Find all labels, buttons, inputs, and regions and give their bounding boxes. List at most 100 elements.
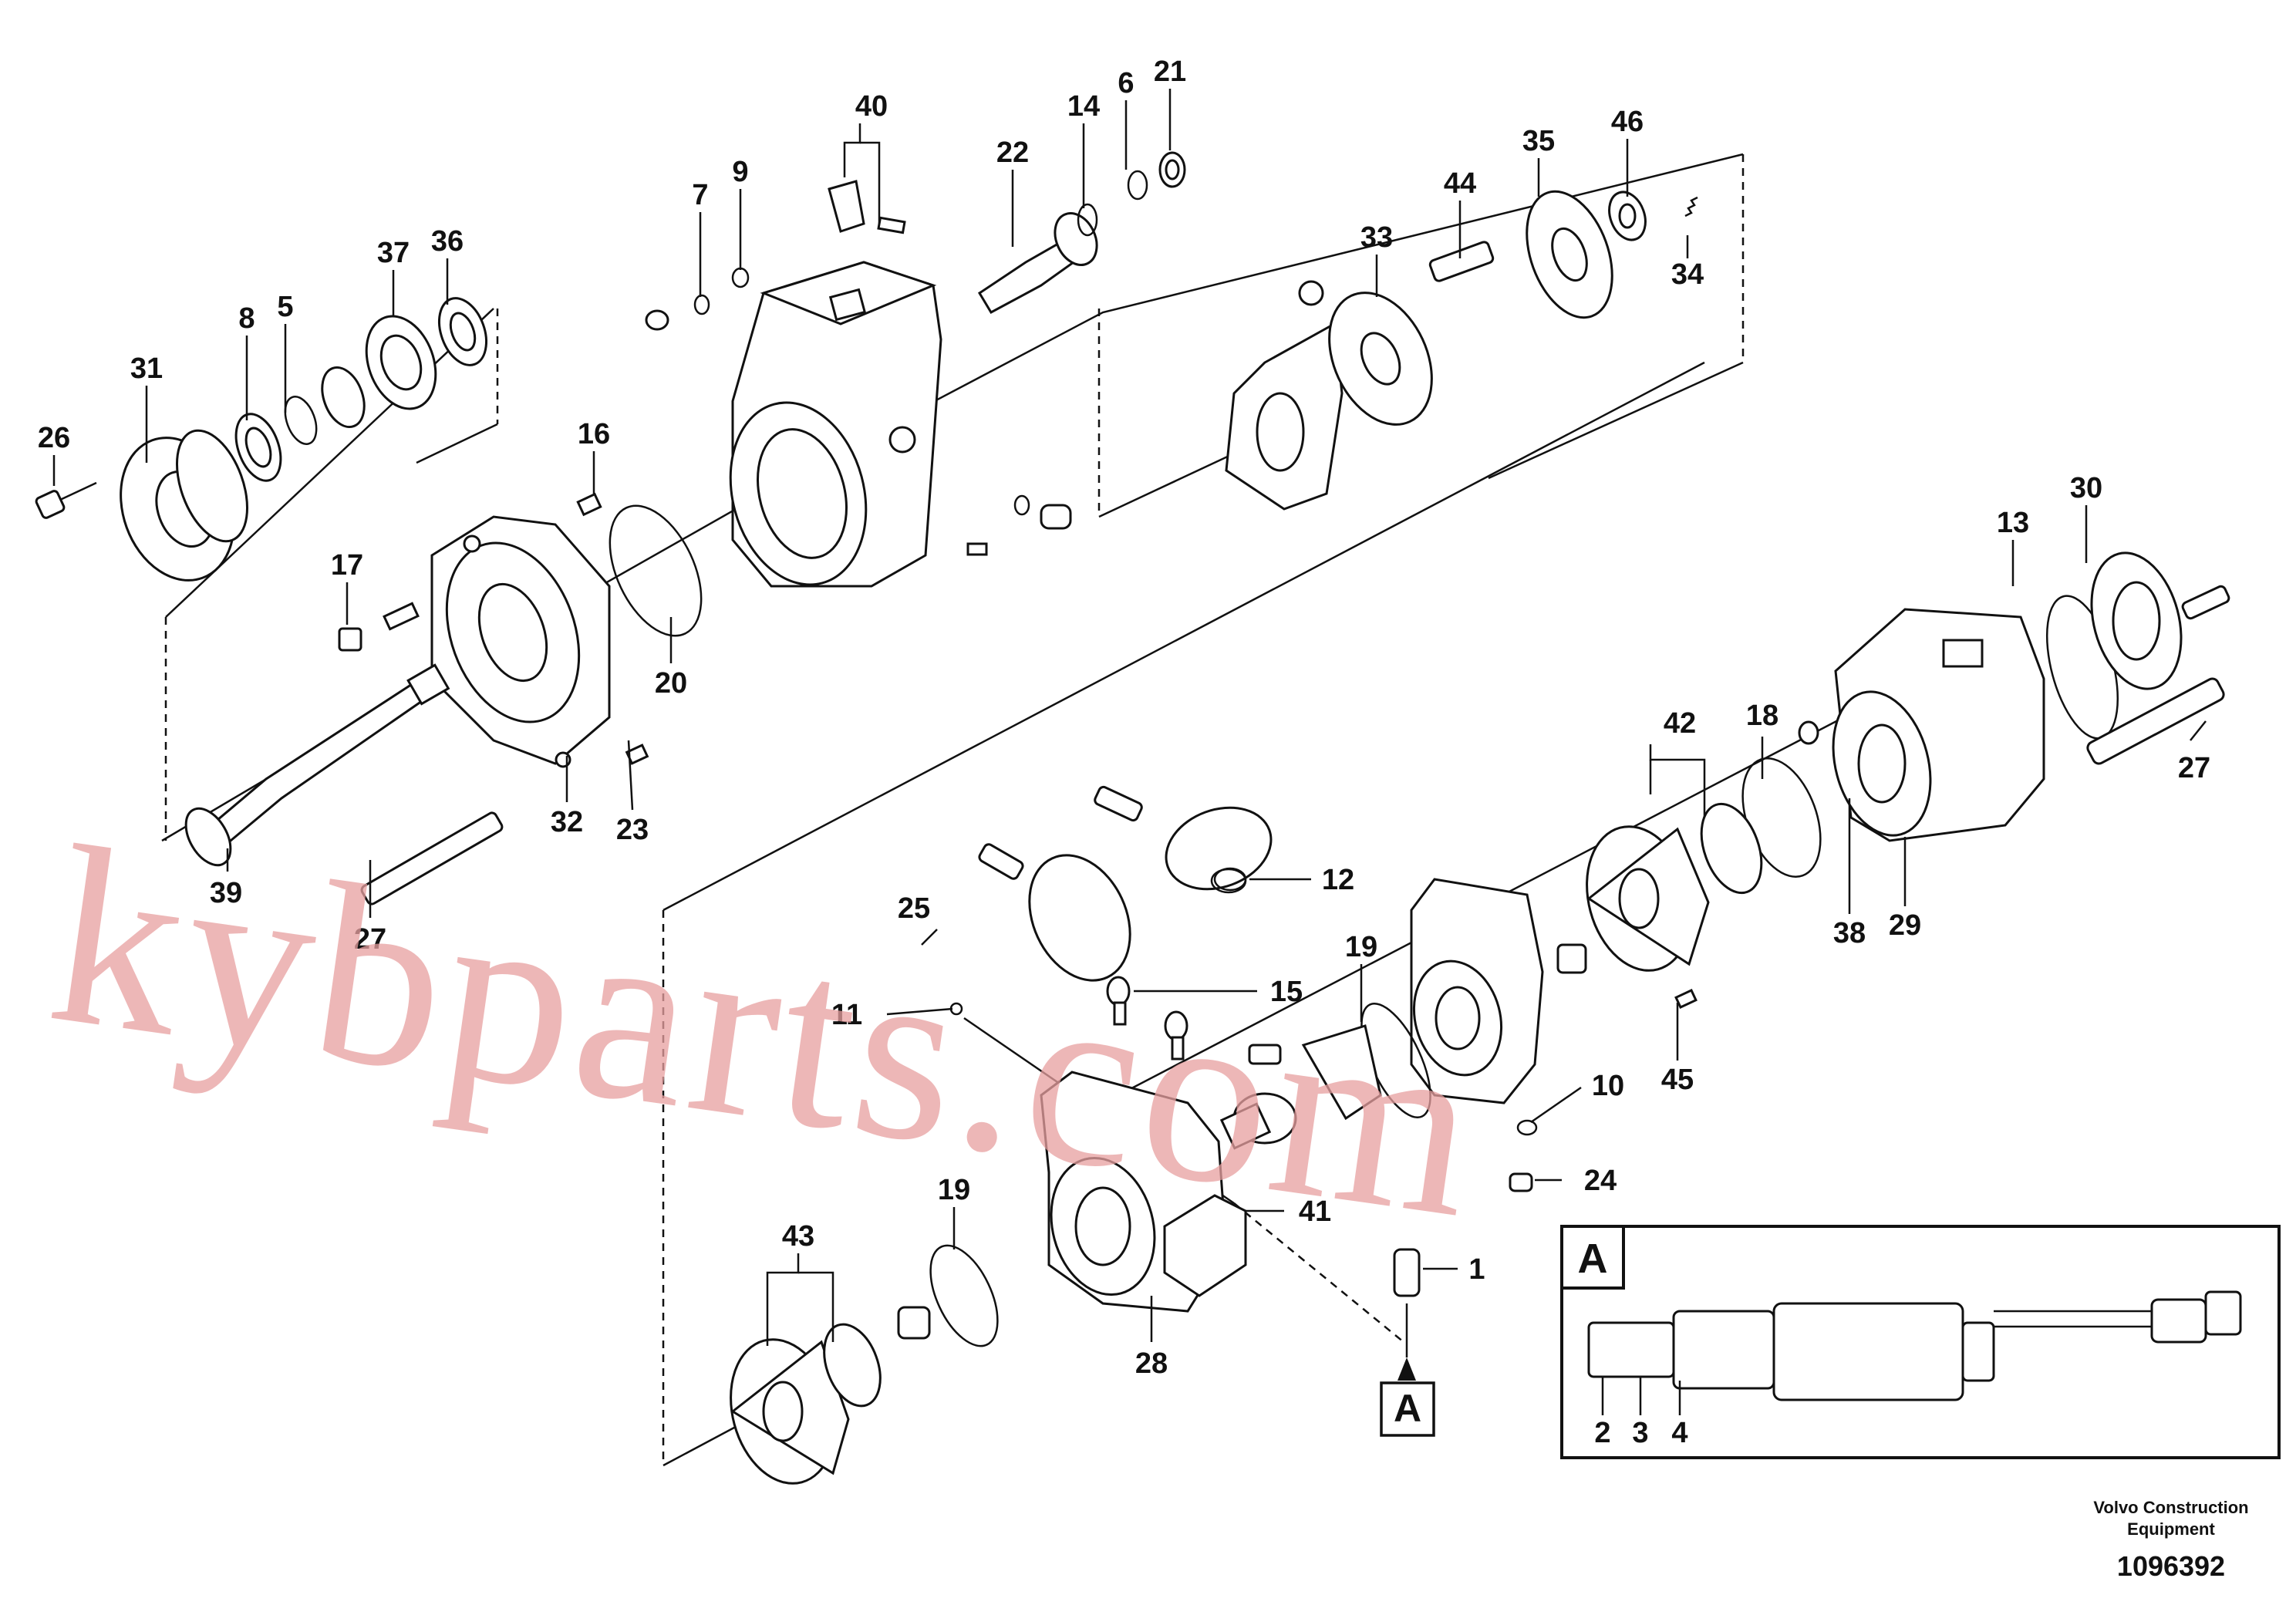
callout-41: 41 xyxy=(1299,1195,1331,1228)
callout-21: 21 xyxy=(1154,56,1186,88)
part-32-end-cover xyxy=(430,515,611,768)
detail-inset: A xyxy=(1560,1225,2281,1459)
callout-43: 43 xyxy=(782,1220,814,1253)
part-12-o-ring xyxy=(1210,868,1247,894)
callout-39: 39 xyxy=(210,877,242,909)
callout-27-right: 27 xyxy=(2178,752,2210,784)
callout-5: 5 xyxy=(277,291,293,323)
callout-10: 10 xyxy=(1592,1070,1624,1102)
part-36-seal xyxy=(438,297,487,366)
callout-23: 23 xyxy=(616,814,649,846)
part-19-o-ring-upper xyxy=(1301,1002,1431,1121)
callout-44: 44 xyxy=(1444,167,1476,200)
callout-6: 6 xyxy=(1118,67,1134,99)
part-31-flange-cover xyxy=(120,429,249,582)
callout-42: 42 xyxy=(1664,707,1696,740)
credit-line-2: Equipment xyxy=(2127,1519,2215,1539)
swash-plate xyxy=(1225,280,1344,511)
part-43-cylinder-block xyxy=(730,1306,931,1485)
part-35-retainer xyxy=(1526,190,1613,319)
callout-26: 26 xyxy=(38,422,70,454)
part-45-pin xyxy=(1674,989,1698,1009)
part-44-pin xyxy=(1428,241,1495,282)
part-27-bolt-right xyxy=(2086,677,2225,765)
part-29-pump-body xyxy=(1832,608,2045,842)
plug-small xyxy=(966,494,1072,556)
callout-35: 35 xyxy=(1522,125,1555,157)
part-26-bolt xyxy=(35,481,97,519)
gear-pump-parts xyxy=(1219,1044,1297,1150)
part-7-9-plug xyxy=(645,267,750,331)
callout-34: 34 xyxy=(1671,258,1704,291)
solenoid-valve xyxy=(1587,1290,2242,1401)
callout-3: 3 xyxy=(1632,1417,1648,1449)
part-20-o-ring xyxy=(609,504,703,637)
inset-label: A xyxy=(1578,1236,1608,1282)
part-46-ball-guide xyxy=(1608,191,1647,241)
callout-18: 18 xyxy=(1746,700,1778,732)
callout-46: 46 xyxy=(1611,106,1644,138)
part-40-bracket xyxy=(828,180,906,234)
callout-20: 20 xyxy=(655,667,687,700)
callout-29: 29 xyxy=(1889,909,1921,942)
detail-marker-a: A xyxy=(1380,1357,1435,1437)
part-1-sensor xyxy=(1393,1248,1421,1357)
callout-36: 36 xyxy=(431,225,464,258)
callout-27-upper: 27 xyxy=(354,923,386,956)
credit-block: Volvo Construction Equipment 1096392 xyxy=(2093,1498,2248,1582)
valve-plate-block xyxy=(1410,878,1587,1104)
watermark: kybparts.com xyxy=(36,793,1495,1271)
callout-9: 9 xyxy=(732,156,748,188)
callout-2: 2 xyxy=(1594,1417,1610,1449)
callout-45: 45 xyxy=(1661,1064,1694,1096)
callout-19-upper: 19 xyxy=(1345,931,1377,963)
pump-housing xyxy=(729,261,942,588)
callout-12: 12 xyxy=(1322,864,1354,896)
detail-marker-label: A xyxy=(1394,1387,1421,1430)
callout-13: 13 xyxy=(1997,507,2029,539)
callout-14: 14 xyxy=(1067,90,1100,123)
callout-labels: 40 22 14 6 21 7 9 44 35 46 33 34 37 36 8… xyxy=(38,56,2210,1449)
callout-15: 15 xyxy=(1270,976,1303,1008)
callout-30: 30 xyxy=(2070,472,2102,504)
credit-line-1: Volvo Construction xyxy=(2093,1498,2248,1517)
drawing-number: 1096392 xyxy=(2117,1550,2225,1582)
callout-28: 28 xyxy=(1135,1347,1168,1380)
part-13-30-cover xyxy=(2045,551,2230,740)
leader-lines xyxy=(52,89,2207,1346)
part-41-regulator-body xyxy=(1040,1071,1247,1313)
callout-40: 40 xyxy=(855,90,888,123)
part-22-valve xyxy=(977,212,1098,314)
callout-17: 17 xyxy=(331,549,363,582)
callout-24: 24 xyxy=(1584,1165,1617,1197)
part-10-24-plug xyxy=(1509,1119,1538,1192)
part-37-bearing xyxy=(321,315,437,429)
callout-31: 31 xyxy=(130,352,163,385)
callout-22: 22 xyxy=(996,137,1029,169)
part-8-5-ring-set xyxy=(234,396,318,482)
callout-33: 33 xyxy=(1360,221,1393,254)
part-17-bolt xyxy=(338,602,420,652)
part-27-bolt-upper xyxy=(360,811,504,905)
part-39-shaft xyxy=(184,663,450,867)
port-plates xyxy=(978,785,1273,982)
callout-38: 38 xyxy=(1833,917,1866,949)
part-33-plate xyxy=(1328,292,1433,426)
part-42-cylinder-block xyxy=(1586,802,1763,972)
part-16-pin xyxy=(576,492,602,517)
callout-1: 1 xyxy=(1468,1253,1485,1286)
part-15-banjo xyxy=(1106,976,1188,1061)
callout-7: 7 xyxy=(692,179,708,211)
part-14-6-21-seals xyxy=(1077,151,1186,237)
callout-32: 32 xyxy=(551,806,583,838)
callout-11: 11 xyxy=(831,999,862,1031)
callout-4: 4 xyxy=(1671,1417,1687,1449)
callout-8: 8 xyxy=(238,302,255,335)
part-34-spring xyxy=(1684,196,1698,218)
callout-25: 25 xyxy=(898,892,930,925)
callout-19-lower: 19 xyxy=(938,1174,970,1206)
callout-16: 16 xyxy=(578,418,610,450)
callout-37: 37 xyxy=(377,237,410,269)
part-19-o-ring-lower xyxy=(929,1244,999,1347)
